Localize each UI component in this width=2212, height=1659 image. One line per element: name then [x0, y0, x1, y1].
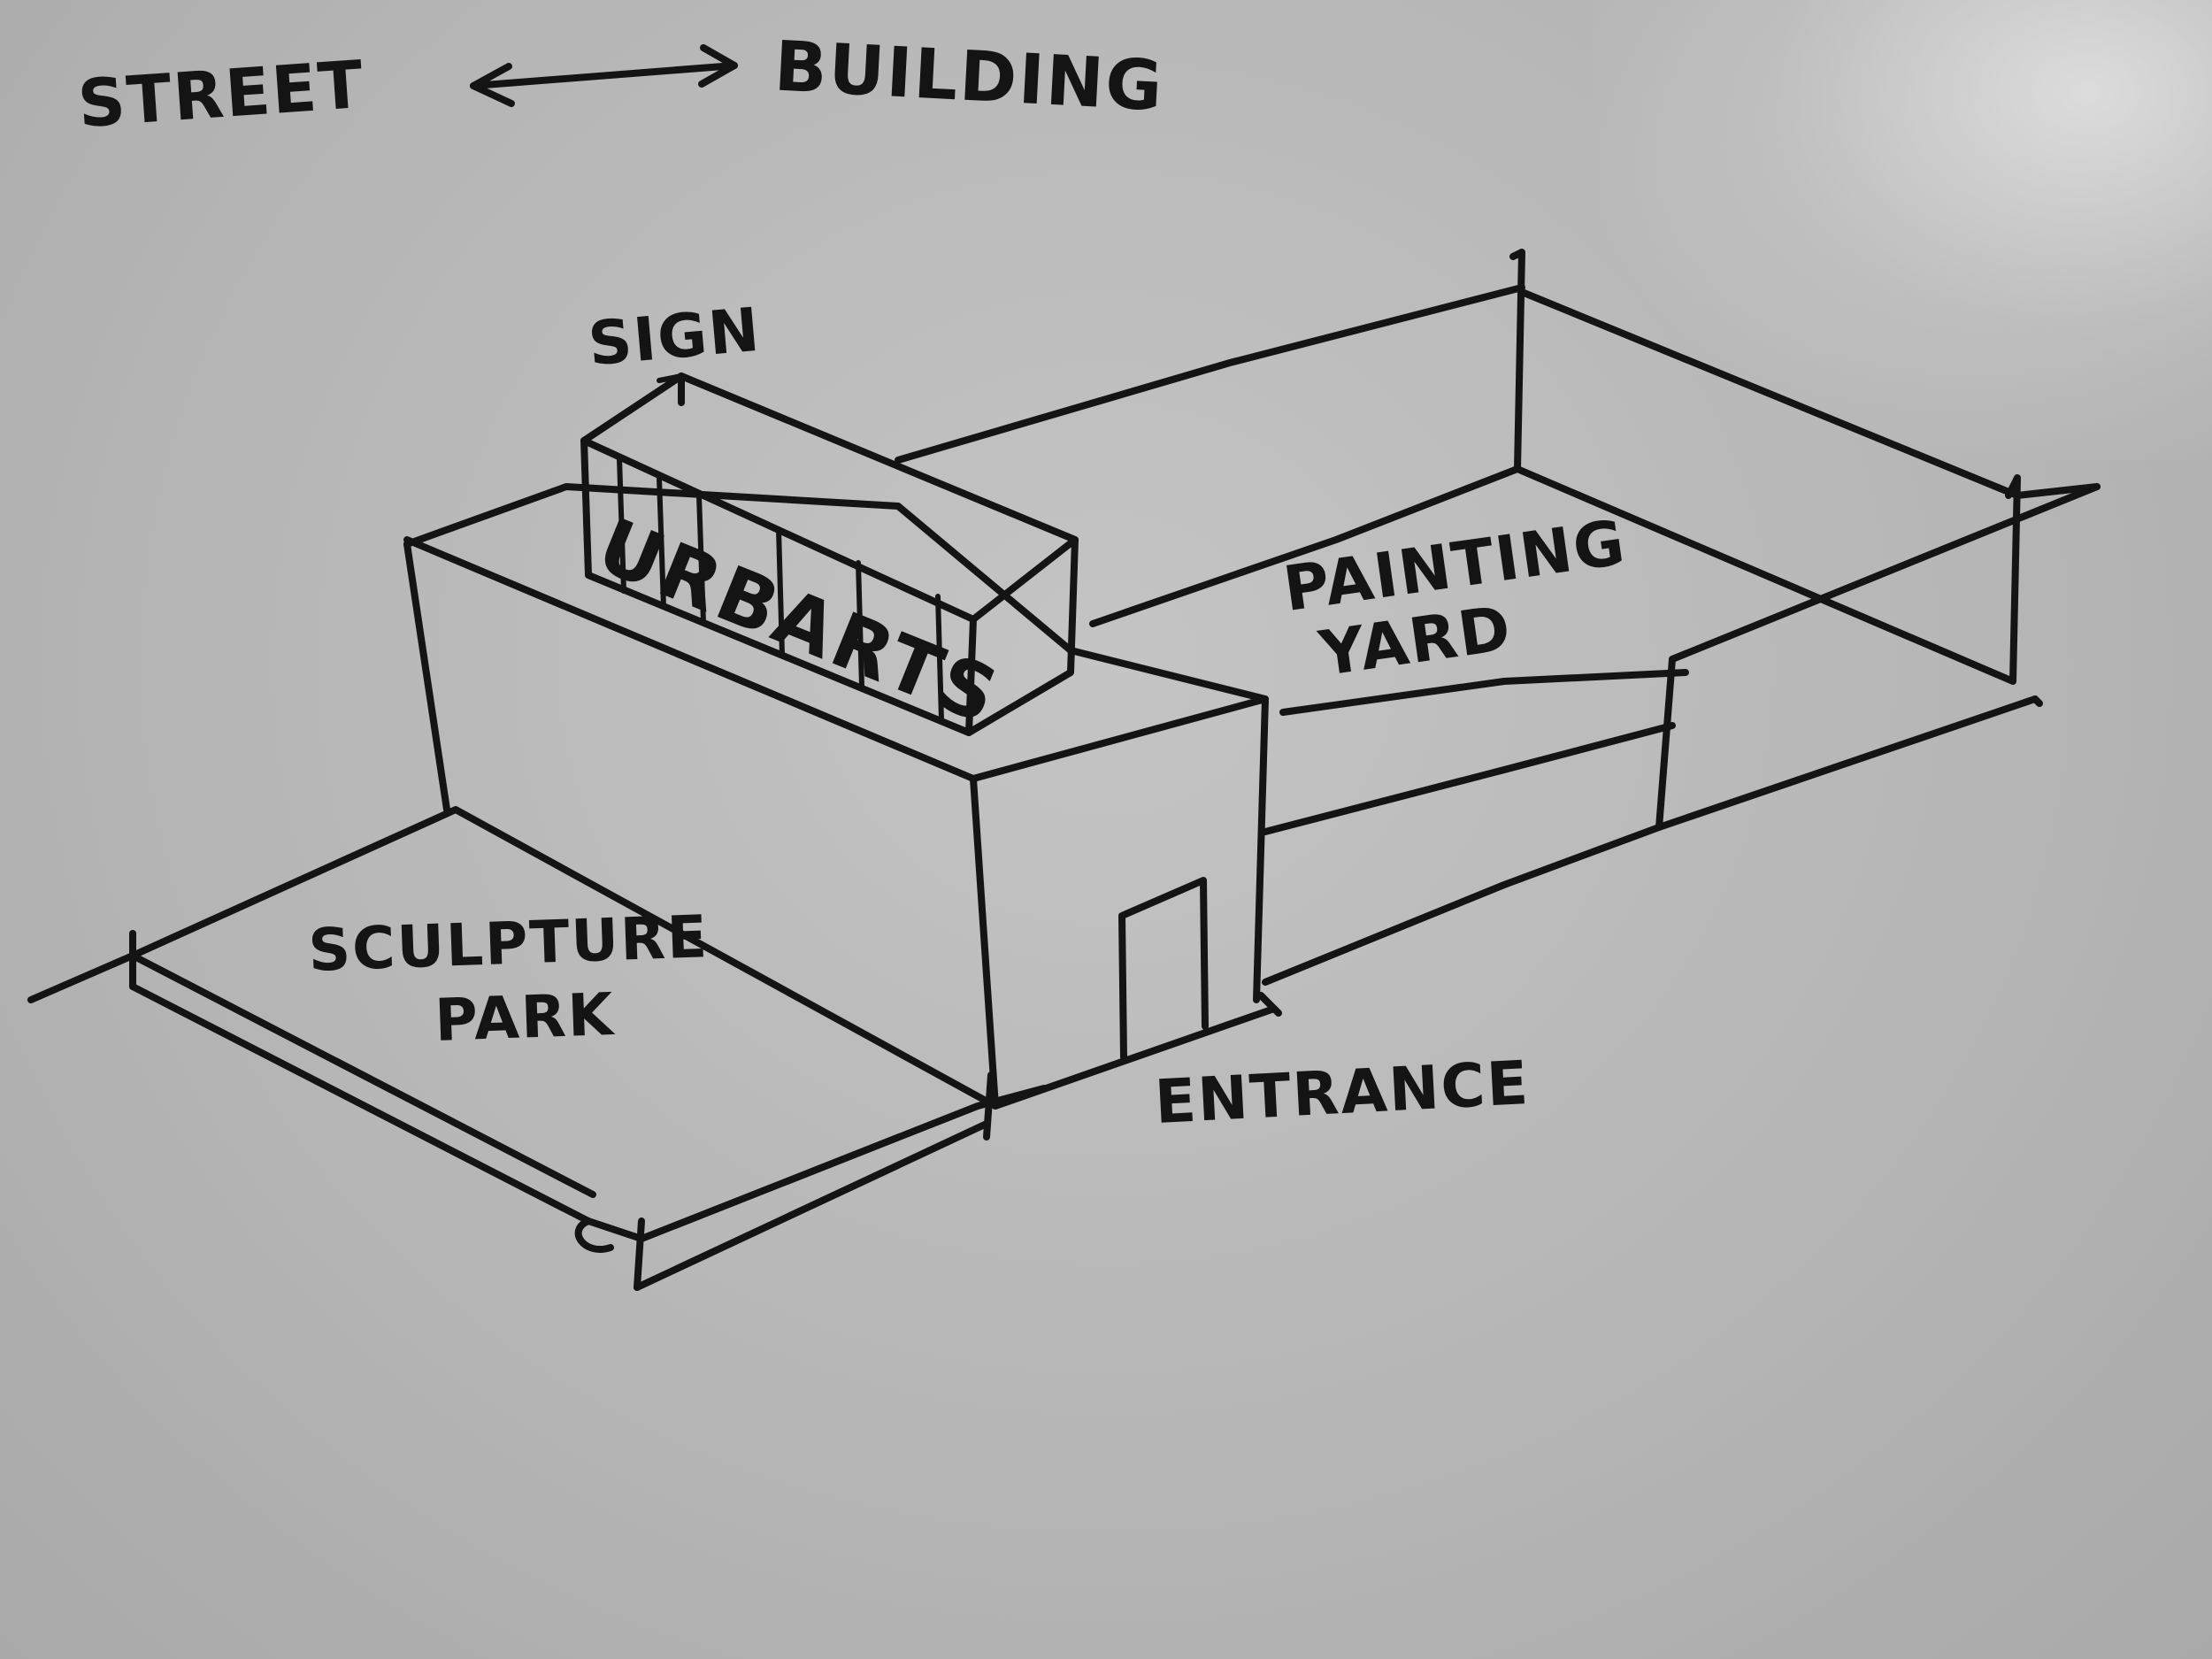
sculpture-park-line-2: PARK [434, 980, 617, 1056]
building-label: BUILDING [772, 27, 1166, 127]
sculpture-park-line-1: SCULPTURE [307, 902, 710, 985]
painting-yard-structure [895, 249, 2101, 1110]
double-arrow-icon [470, 44, 738, 107]
main-building [403, 483, 1269, 1110]
sign-label: SIGN [585, 295, 764, 380]
street-label: STREET [75, 46, 367, 143]
rooftop-sign [580, 373, 1079, 736]
sculpture-park-label: SCULPTURE PARK [307, 900, 712, 1064]
sculpture-park-plaza [27, 806, 1048, 1291]
